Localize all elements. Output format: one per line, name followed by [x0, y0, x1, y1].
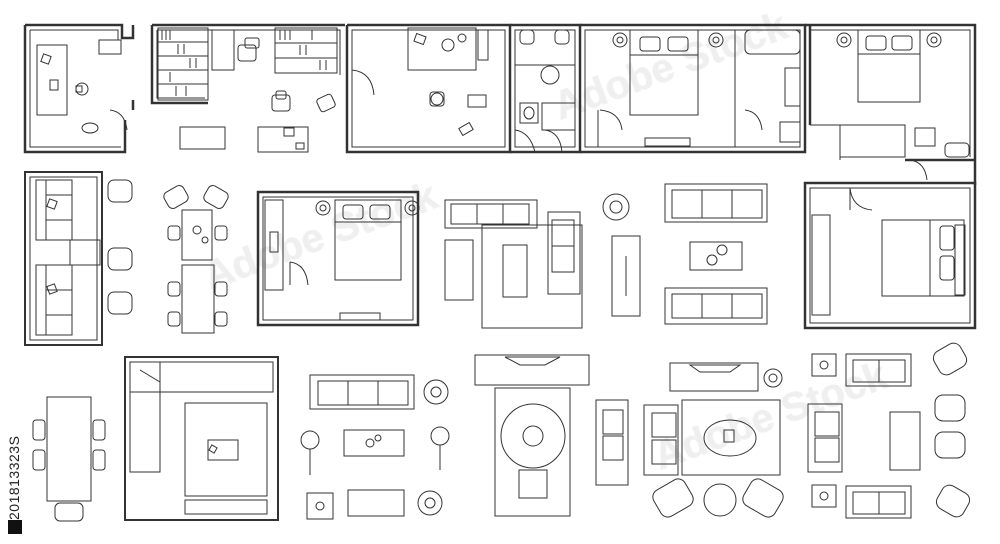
tv-oval-rug: [643, 362, 784, 518]
bedroom-with-closet: [256, 190, 420, 327]
sofa-lamps-tables: [300, 374, 450, 520]
watermark-text: Adobe Stock: [648, 353, 893, 478]
second-bedroom: [805, 23, 977, 185]
dining-sets: [163, 185, 229, 334]
master-bedroom: [580, 23, 807, 154]
corner-bedroom: [803, 181, 977, 330]
study-room: [345, 23, 512, 154]
stock-logo-icon: [8, 520, 22, 534]
l-sofa-lounge: [124, 356, 279, 521]
sofas-and-armchairs: [807, 342, 971, 519]
living-room-set: [444, 193, 630, 329]
sectional-sofa-set: [24, 171, 133, 346]
dining-table-long: [32, 396, 106, 522]
office-room: [23, 23, 135, 154]
stock-id-label: 201813323S: [6, 435, 22, 520]
library-room: [150, 23, 345, 153]
tv-round-rug: [474, 354, 629, 517]
sofa-and-coffee-table: [611, 183, 768, 325]
bathroom-hall: [510, 23, 582, 154]
